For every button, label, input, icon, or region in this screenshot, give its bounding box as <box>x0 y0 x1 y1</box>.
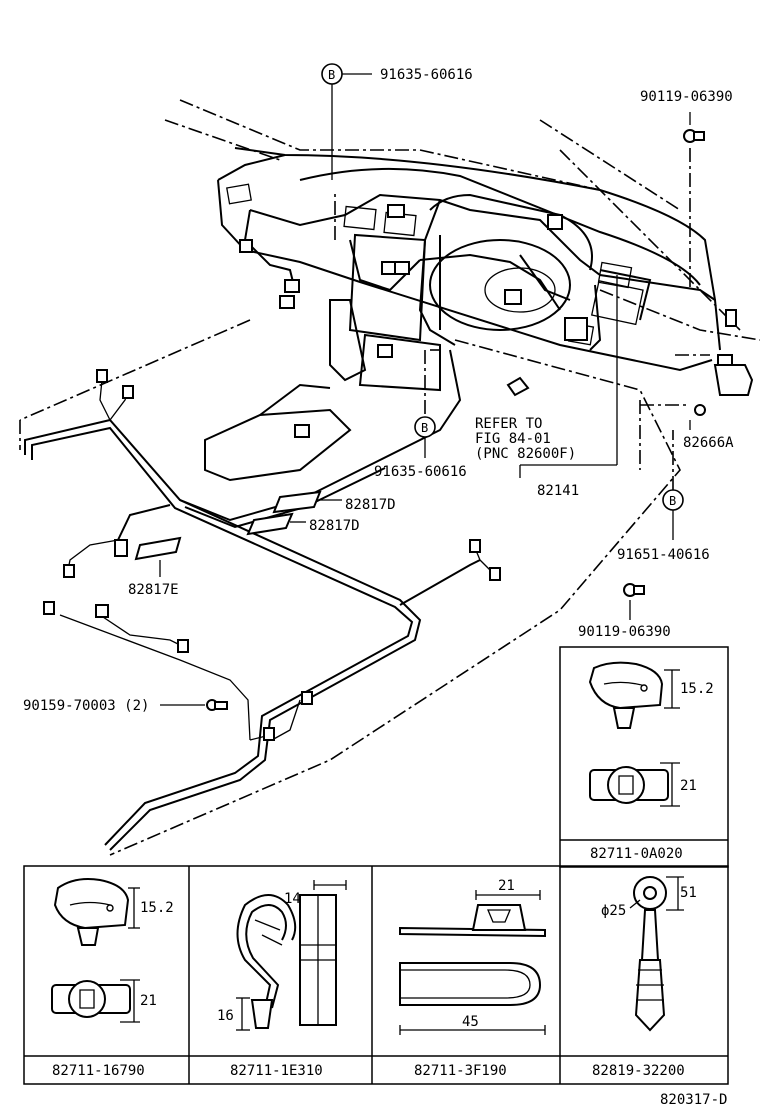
callout-82817d-a: 82817D <box>345 497 396 513</box>
figure-id: 820317-D <box>660 1092 727 1108</box>
b-symbol-right-label: B <box>669 494 676 508</box>
detail-clip-82711-3F190 <box>399 890 546 1035</box>
b-symbol-mid: B <box>414 416 436 458</box>
d3-dim-a: 21 <box>498 878 515 894</box>
d5-part: 82711-0A020 <box>590 846 683 862</box>
d3-dim-b: 45 <box>462 1014 479 1030</box>
d4-dim-b: ϕ25 <box>601 903 626 919</box>
callout-b-right: 91651-40616 <box>617 547 710 563</box>
callout-bolt-top-right: 90119-06390 <box>640 89 733 105</box>
refer-line2: FIG 84-01 <box>475 431 551 447</box>
callout-82817e: 82817E <box>128 582 179 598</box>
bolt-mid-right <box>623 583 645 597</box>
detail-clip-82711-16790 <box>51 878 140 1023</box>
d5-dim-b: 21 <box>680 778 697 794</box>
detail-clip-82711-1E310 <box>236 880 347 1031</box>
callout-b-mid: 91635-60616 <box>374 464 467 480</box>
b-symbol-top-label: B <box>328 68 335 82</box>
harness-connectors <box>43 204 754 741</box>
refer-line3: (PNC 82600F) <box>475 446 576 462</box>
b-symbol-top: B <box>321 63 372 180</box>
detail-table <box>23 646 729 1085</box>
b-symbol-mid-label: B <box>421 421 428 435</box>
leader-lines <box>159 112 691 706</box>
d2-dim-b: 16 <box>217 1008 234 1024</box>
callout-clip-left: 90159-70003 (2) <box>23 698 149 714</box>
bolt-top-right <box>683 129 705 290</box>
d5-dim-a: 15.2 <box>680 681 714 697</box>
clip-left <box>206 699 228 711</box>
refer-line1: REFER TO <box>475 416 542 432</box>
d2-dim-a: 14 <box>284 891 301 907</box>
d4-dim-a: 51 <box>680 885 697 901</box>
d1-dim-a: 15.2 <box>140 900 174 916</box>
d1-part: 82711-16790 <box>52 1063 145 1079</box>
callout-82817d-b: 82817D <box>309 518 360 534</box>
d4-part: 82819-32200 <box>592 1063 685 1079</box>
wire-harness <box>24 193 721 851</box>
callout-82666a: 82666A <box>683 435 734 451</box>
floor-pads <box>134 490 322 561</box>
b-symbol-right: B <box>662 430 684 540</box>
d2-part: 82711-1E310 <box>230 1063 323 1079</box>
d1-dim-b: 21 <box>140 993 157 1009</box>
dashboard-outline <box>19 99 760 856</box>
callout-bolt-mid-right: 90119-06390 <box>578 624 671 640</box>
detail-clip-82819-32200 <box>629 876 684 1032</box>
detail-clip-82711-0A020 <box>588 661 680 807</box>
d3-part: 82711-3F190 <box>414 1063 507 1079</box>
callout-b-top: 91635-60616 <box>380 67 473 83</box>
callout-82141: 82141 <box>537 483 579 499</box>
